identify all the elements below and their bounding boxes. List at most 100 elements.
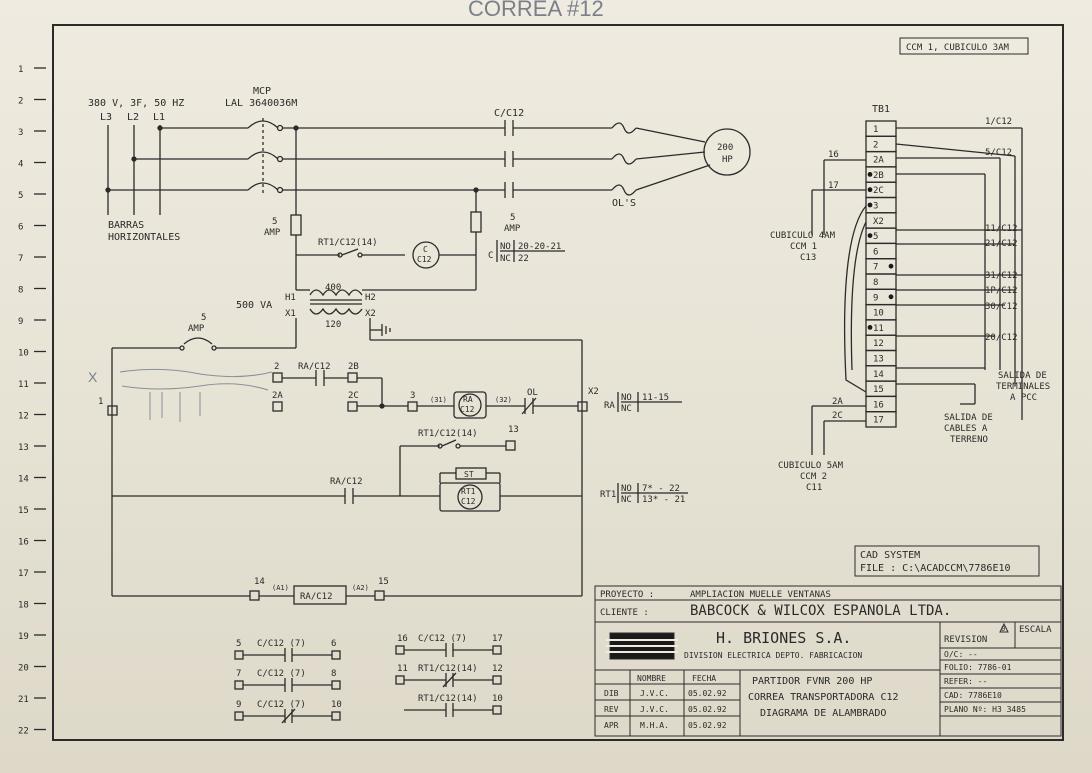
cubicle-label: CCM 1, CUBICULO 3AM — [906, 43, 1010, 53]
tb-terminal-label: X2 — [873, 217, 884, 227]
tb-right-label: 11/C12 — [985, 224, 1018, 234]
tb-cell — [865, 411, 897, 428]
description-3: DIAGRAMA DE ALAMBRADO — [760, 708, 886, 719]
aux-terminal — [331, 680, 341, 690]
rt1-coil — [457, 484, 483, 510]
tb-wiring — [811, 127, 1023, 455]
tb1-title: TB1 — [872, 104, 890, 115]
title-block — [594, 585, 1062, 737]
ra-coil-tag: RA — [463, 395, 473, 404]
row-number: 22 — [18, 727, 29, 737]
c-no: NO — [500, 242, 511, 252]
tb-terminal-label: 8 — [873, 278, 878, 288]
ra-no: NO — [621, 393, 632, 403]
ra-contact-label: RA/C12 — [298, 362, 331, 372]
rt1-ref-tag: RT1 — [600, 490, 616, 500]
tb-cell — [865, 273, 897, 290]
aux-terminal — [395, 645, 405, 655]
terminal-2 — [272, 372, 283, 383]
salida-pcc-2: TERMINALES — [996, 382, 1050, 392]
tb-right-label: 30/C12 — [985, 302, 1018, 312]
overload-label: OL'S — [612, 198, 636, 209]
row-number: 11 — [18, 380, 29, 390]
ra-coil — [453, 391, 487, 419]
ra-nc: NC — [621, 404, 632, 414]
tb-right-label: 21/C12 — [985, 239, 1018, 249]
transformer-primary — [309, 289, 363, 297]
a2-label: (A2) — [352, 584, 369, 592]
mcp-model: LAL 3640036M — [225, 98, 297, 109]
terminal-2c-label: 2C — [348, 391, 359, 401]
division-line: DIVISION ELECTRICA DEPTO. FABRICACION — [684, 651, 862, 660]
aux-terminal-left-label: 5 — [236, 639, 241, 649]
rt1-13-label: RT1/C12(14) — [418, 429, 478, 439]
x1-label: X1 — [285, 309, 296, 319]
tb-terminal-label: 17 — [873, 416, 884, 426]
rt1-nc: NC — [621, 495, 632, 505]
rt1-no-value: 7* - 22 — [642, 484, 680, 494]
aux-terminal-right-label: 6 — [331, 639, 336, 649]
tb-right-label: 20/C12 — [985, 333, 1018, 343]
aux-terminal — [234, 650, 244, 660]
c-nc: NC — [500, 254, 511, 264]
tb-cell — [865, 120, 897, 137]
wire-31: (31) — [430, 396, 447, 404]
tb-terminal-label: 15 — [873, 385, 884, 395]
tb-terminal-label: 11 — [873, 324, 884, 334]
tb-dot — [867, 202, 873, 208]
primary-voltage: 400 — [325, 283, 341, 293]
aux-terminal-right-label: 10 — [492, 694, 503, 704]
rt1-coil-tag: RT1 — [461, 487, 476, 496]
refer-field: REFER: -- — [944, 677, 987, 686]
transformer-va: 500 VA — [236, 300, 272, 311]
tb-terminal-label: 14 — [873, 370, 884, 380]
cad-field: CAD: 7786E10 — [944, 691, 1002, 700]
approval-name: M.H.A. — [640, 721, 669, 730]
approval-role: DIB — [604, 689, 619, 698]
tb-terminal-label: 12 — [873, 339, 884, 349]
ra-coil-id: C12 — [460, 405, 475, 414]
tb-dot — [867, 233, 873, 239]
tb-left-17: 17 — [828, 181, 839, 191]
aux-contact-label: C/C12 (7) — [257, 700, 306, 710]
cubiculo-4am-3: C13 — [800, 253, 816, 263]
aux-terminal-left-label: 16 — [397, 634, 408, 644]
aux-terminal-right-label: 8 — [331, 669, 336, 679]
ol-label: OL — [527, 388, 538, 398]
terminal-2-label: 2 — [274, 362, 279, 372]
coil-c-tag: C — [423, 245, 428, 254]
terminal-2c — [347, 401, 358, 412]
cubiculo-5am-1: CUBICULO 5AM — [778, 461, 844, 471]
tb-terminal-label: 1 — [873, 125, 878, 135]
mcp-label: MCP — [253, 86, 271, 97]
aux-terminal-left-label: 11 — [397, 664, 408, 674]
description-2: CORREA TRANSPORTADORA C12 — [748, 692, 899, 703]
tb-terminal-label: 7 — [873, 263, 878, 273]
tb-right-label: 1/C12 — [985, 117, 1012, 127]
row-number: 12 — [18, 412, 29, 422]
terminal-1-label: 1 — [98, 397, 103, 407]
aux-terminal — [395, 675, 405, 685]
approval-date: 05.02.92 — [688, 721, 727, 730]
row-number: 14 — [18, 475, 29, 485]
tb-terminal-label: 2C — [873, 186, 884, 196]
tb-terminal-label: 9 — [873, 293, 878, 303]
revision-number: 0 — [1001, 625, 1005, 633]
aux-contact-label: C/C12 (7) — [418, 634, 467, 644]
approval-name: J.V.C. — [640, 705, 669, 714]
tb-right-label: 1P/C12 — [985, 286, 1018, 296]
approval-name: J.V.C. — [640, 689, 669, 698]
proyecto-value: AMPLIACION MUELLE VENTANAS — [690, 590, 831, 600]
aux-contact-label: C/C12 (7) — [257, 669, 306, 679]
x2-label: X2 — [365, 309, 376, 319]
tb-cell — [865, 242, 897, 260]
tb-terminal-label: 2 — [873, 140, 878, 150]
terminal-3 — [407, 401, 418, 412]
fuse-left-unit: AMP — [264, 228, 281, 238]
approval-date: 05.02.92 — [688, 705, 727, 714]
motor-hp: 200 — [717, 143, 733, 153]
